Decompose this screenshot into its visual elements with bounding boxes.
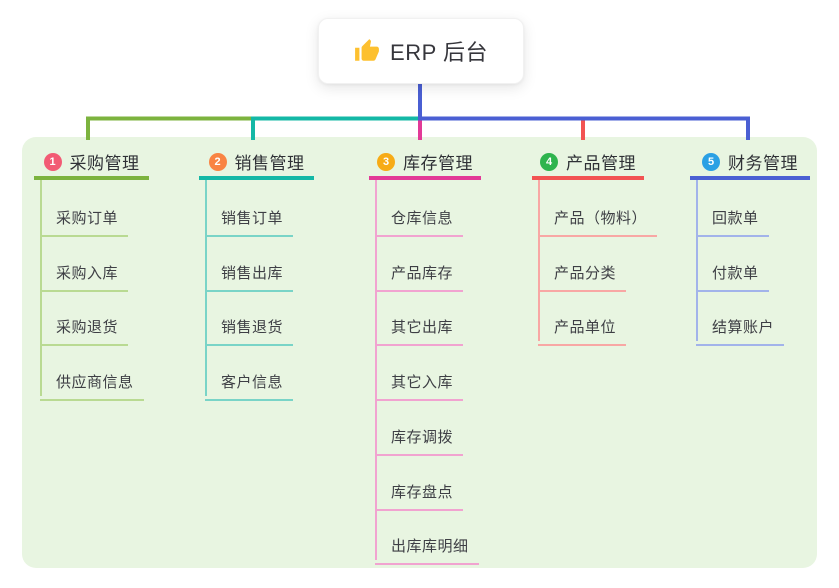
- item-label: 销售退货: [221, 319, 284, 337]
- item-label: 产品库存: [391, 264, 454, 282]
- branch-number-badge: 5: [702, 152, 720, 171]
- mindmap-item[interactable]: 客户信息: [205, 362, 294, 402]
- root-topic[interactable]: ERP 后台: [318, 18, 524, 84]
- branches-panel: [22, 137, 817, 568]
- branch-number-badge: 2: [208, 152, 227, 171]
- item-label: 采购入库: [56, 264, 119, 282]
- item-label: 其它出库: [391, 319, 454, 337]
- mindmap-item[interactable]: 产品库存: [375, 253, 464, 292]
- branch-connector-line: [375, 180, 377, 561]
- item-label: 结算账户: [712, 319, 775, 337]
- branch-label: 库存管理: [403, 154, 473, 173]
- branch-label: 财务管理: [728, 154, 798, 173]
- mindmap-item[interactable]: 结算账户: [696, 307, 785, 347]
- branch-connector-line: [696, 180, 698, 342]
- mindmap-item[interactable]: 销售出库: [205, 253, 294, 292]
- mindmap-item[interactable]: 产品单位: [538, 307, 627, 347]
- mindmap-item[interactable]: 销售订单: [205, 198, 294, 237]
- item-label: 产品（物料）: [554, 210, 648, 227]
- mindmap-item[interactable]: 采购入库: [40, 253, 129, 292]
- branch-number-badge: 4: [540, 152, 558, 171]
- item-label: 采购退货: [56, 319, 119, 337]
- branch-header[interactable]: 2 销售管理: [199, 147, 314, 180]
- item-label: 供应商信息: [56, 374, 134, 392]
- branch-label: 销售管理: [234, 154, 305, 173]
- mindmap-item[interactable]: 库存调拨: [375, 417, 464, 456]
- item-label: 采购订单: [56, 210, 119, 227]
- mindmap-item[interactable]: 产品分类: [538, 253, 627, 292]
- mindmap-item[interactable]: 产品（物料）: [538, 198, 658, 237]
- item-label: 库存盘点: [391, 483, 454, 501]
- mindmap-item[interactable]: 出库库明细: [375, 526, 479, 566]
- branch-header[interactable]: 4 产品管理: [532, 147, 644, 180]
- item-label: 产品分类: [554, 264, 617, 282]
- item-label: 回款单: [712, 210, 759, 227]
- item-label: 库存调拨: [391, 428, 454, 446]
- thumbs-up-icon: [355, 39, 379, 61]
- mindmap-item[interactable]: 采购订单: [40, 198, 129, 237]
- branch-label: 采购管理: [69, 154, 140, 173]
- branch-connector-line: [205, 180, 207, 397]
- branch-connector-line: [40, 180, 42, 397]
- branch-header[interactable]: 1 采购管理: [34, 147, 149, 180]
- mindmap-item[interactable]: 采购退货: [40, 307, 129, 347]
- item-label: 出库库明细: [391, 538, 469, 556]
- branch-number-badge: 3: [377, 152, 395, 171]
- branch-header[interactable]: 3 库存管理: [369, 147, 481, 180]
- item-label: 其它入库: [391, 374, 454, 392]
- item-label: 销售出库: [221, 264, 284, 282]
- root-topic-title: ERP 后台: [390, 40, 488, 65]
- item-label: 付款单: [712, 264, 759, 282]
- mindmap-item[interactable]: 供应商信息: [40, 362, 144, 402]
- mindmap-item[interactable]: 销售退货: [205, 307, 294, 347]
- mindmap-item[interactable]: 库存盘点: [375, 472, 464, 511]
- branch-number-badge: 1: [43, 152, 62, 171]
- mindmap-item[interactable]: 付款单: [696, 253, 769, 292]
- item-label: 销售订单: [221, 210, 284, 227]
- item-label: 产品单位: [554, 319, 617, 337]
- branch-connector-line: [538, 180, 540, 342]
- branch-header[interactable]: 5 财务管理: [690, 147, 810, 180]
- mindmap-item[interactable]: 其它入库: [375, 362, 464, 402]
- mindmap-item[interactable]: 其它出库: [375, 307, 464, 347]
- item-label: 客户信息: [221, 374, 284, 392]
- mindmap-item[interactable]: 回款单: [696, 198, 769, 237]
- mindmap-item[interactable]: 仓库信息: [375, 198, 464, 237]
- branch-label: 产品管理: [566, 154, 636, 173]
- item-label: 仓库信息: [391, 210, 454, 227]
